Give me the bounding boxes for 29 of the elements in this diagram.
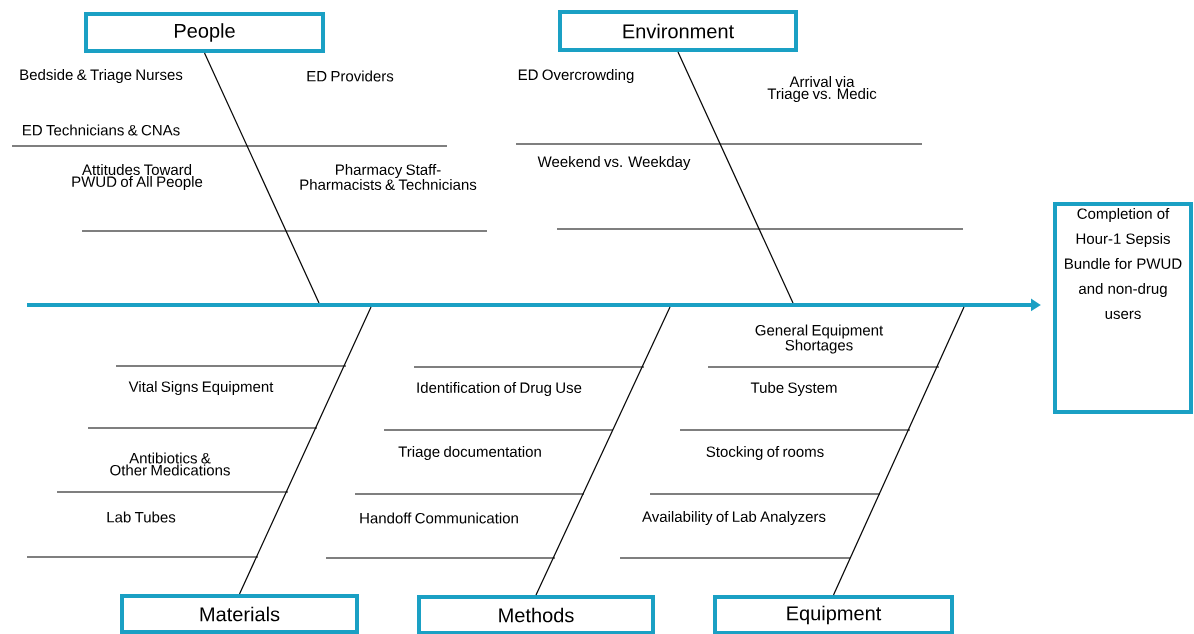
cause-label: Arrival via Triage vs. Medic: [767, 76, 877, 102]
category-box: Materials: [120, 594, 359, 634]
cause-label: Vital Signs Equipment: [128, 381, 274, 395]
cause-label: ED Providers: [307, 70, 394, 82]
cause-label: Pharmacy Staff- Pharmacists & Technicians: [300, 164, 477, 190]
bone-line: [832, 306, 965, 596]
category-box: Environment: [558, 10, 798, 52]
category-box: People: [84, 12, 325, 53]
cause-label: Weekend vs. Weekday: [537, 156, 691, 170]
cause-label: Stocking of rooms: [706, 446, 824, 460]
cause-label: Attitudes Toward PWUD of All People: [72, 164, 203, 190]
cause-label: ED Overcrowding: [518, 69, 634, 83]
cause-label: Triage documentation: [398, 446, 541, 460]
cause-label: Availability of Lab Analyzers: [642, 511, 826, 525]
effect-box: Completion of Hour-1 Sepsis Bundle for PWUD and non-drug users: [1053, 202, 1193, 414]
cause-label: Handoff Communication: [360, 512, 518, 524]
cause-label: Identification of Drug Use: [417, 382, 582, 396]
cause-label: Tube System: [750, 382, 837, 396]
bone-line: [677, 51, 794, 304]
cause-label: Bedside & Triage Nurses: [20, 69, 183, 83]
category-box: Equipment: [713, 595, 954, 634]
bone-line: [535, 306, 671, 596]
bone-line: [203, 52, 320, 304]
category-box: Methods: [417, 595, 655, 634]
cause-label: Antibiotics & Other Medications: [110, 452, 230, 476]
cause-label: General Equipment Shortages: [755, 324, 884, 354]
bone-line: [238, 306, 372, 595]
cause-label: ED Technicians & CNAs: [23, 124, 180, 136]
cause-label: Lab Tubes: [107, 511, 176, 523]
